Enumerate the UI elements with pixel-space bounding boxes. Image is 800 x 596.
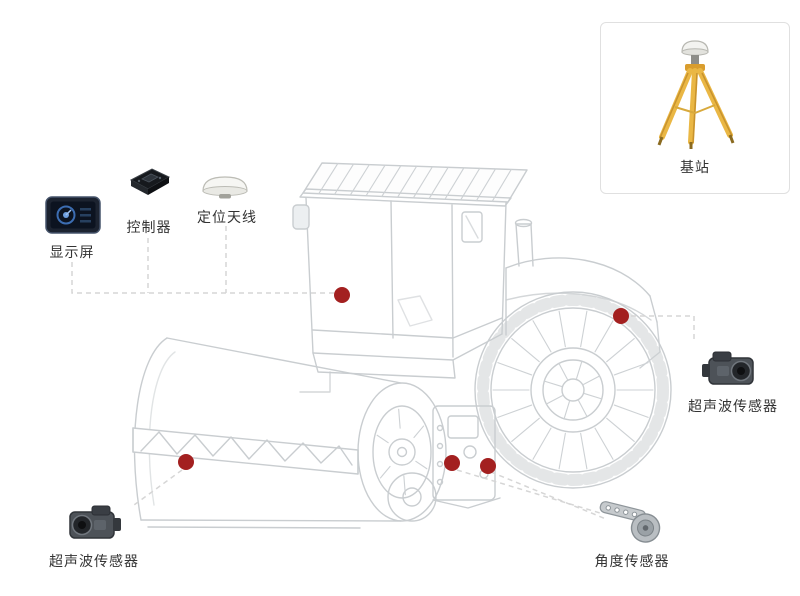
controller-icon: [127, 166, 173, 198]
antenna-label: 定位天线: [197, 209, 257, 225]
antenna-icon: [196, 174, 254, 202]
sensor-markers: [178, 287, 629, 474]
display-label: 显示屏: [49, 244, 95, 260]
ultrasonic-sensor-right-icon: [699, 342, 763, 394]
sensor-marker-cab: [334, 287, 350, 303]
connector-lines: [71, 226, 695, 520]
sensor-marker-joint-left: [444, 455, 460, 471]
base-station-label: 基站: [680, 159, 710, 175]
base-station-card: 基站: [600, 22, 790, 194]
procedural-detail-lines: [318, 162, 654, 496]
display-icon: [45, 196, 101, 234]
angle-sensor-label: 角度传感器: [594, 553, 670, 569]
angle-sensor-icon: [592, 492, 668, 548]
ultrasonic-sensor-left-icon: [60, 496, 124, 548]
controller-label: 控制器: [126, 219, 172, 235]
sensor-marker-drum-left: [178, 454, 194, 470]
ultrasonic-sensor-right-label: 超声波传感器: [688, 398, 778, 414]
road-roller-illustration: [132, 162, 672, 529]
sensor-marker-joint-right: [480, 458, 496, 474]
tripod-base-station-icon: [635, 35, 755, 153]
sensor-marker-rear-right: [613, 308, 629, 324]
ultrasonic-sensor-left-label: 超声波传感器: [49, 553, 139, 569]
